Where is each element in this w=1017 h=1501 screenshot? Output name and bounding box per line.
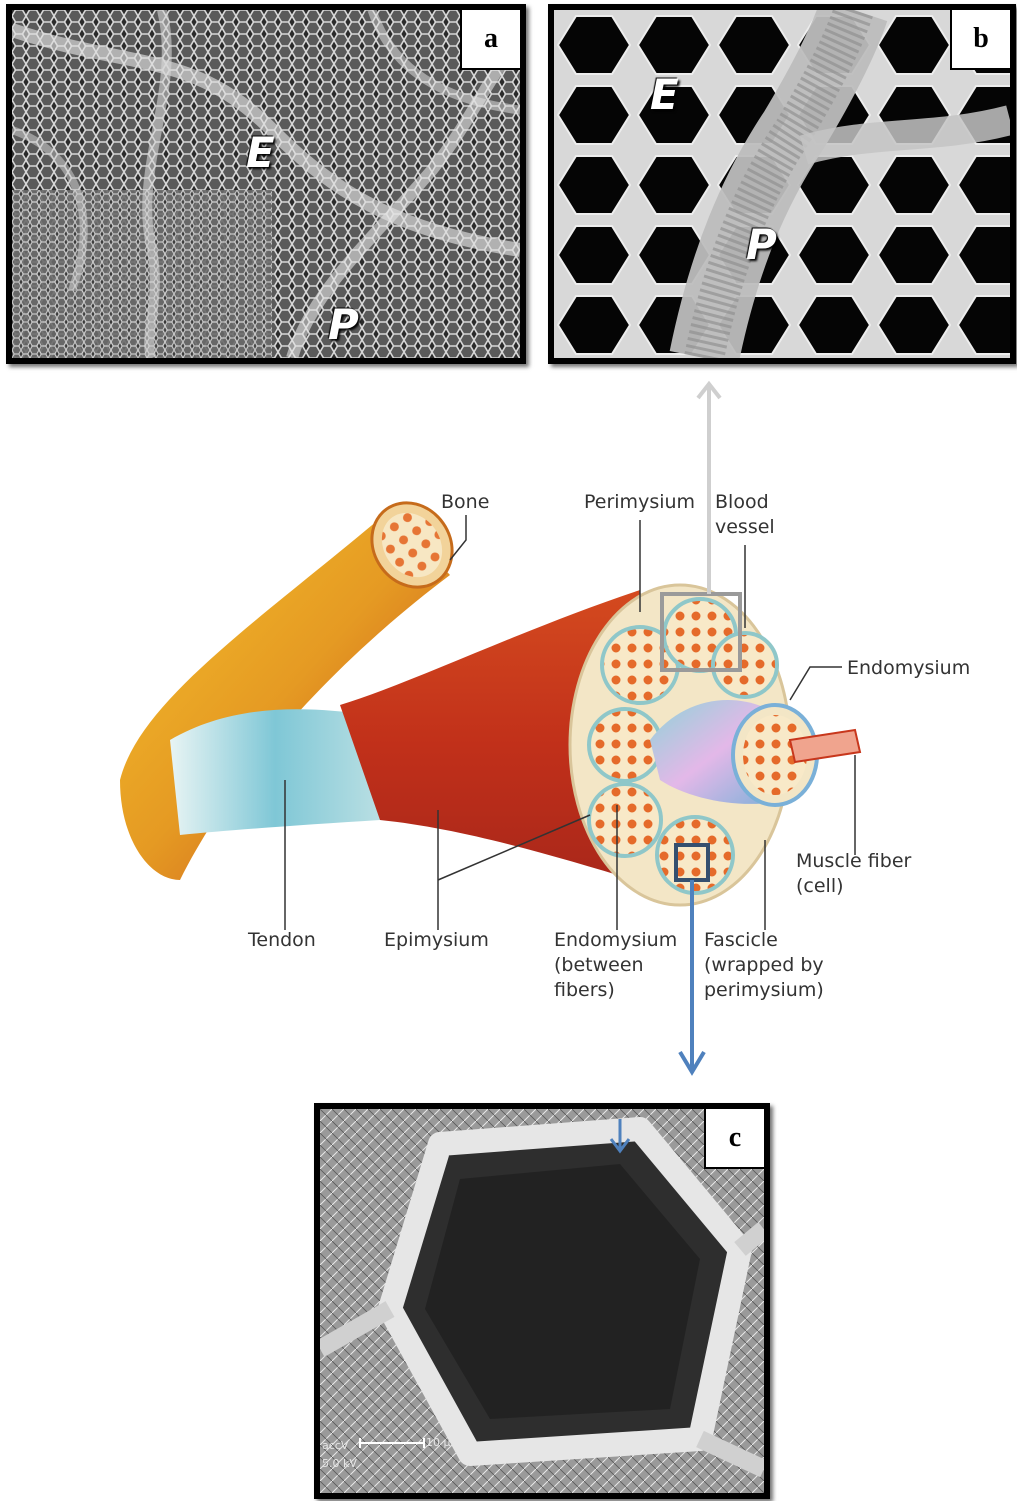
label-fascicle-2: (wrapped by <box>704 953 824 978</box>
label-fascicle-1: Fascicle <box>704 928 778 953</box>
label-tendon: Tendon <box>248 928 316 953</box>
label-muscle-fiber-1: Muscle fiber <box>796 849 911 874</box>
label-epimysium: Epimysium <box>384 928 489 953</box>
label-endomysium-between-1: Endomysium <box>554 928 677 953</box>
label-blood-vessel-1: Blood <box>715 490 769 515</box>
arrow-to-panel-c <box>680 880 704 1072</box>
label-muscle-fiber-2: (cell) <box>796 874 844 899</box>
label-perimysium: Perimysium <box>584 490 695 515</box>
arrow-to-panel-b <box>698 384 720 594</box>
label-endomysium-between-2: (between <box>554 953 644 978</box>
label-endomysium-between-3: fibers) <box>554 978 615 1003</box>
label-fascicle-3: perimysium) <box>704 978 824 1003</box>
label-endomysium: Endomysium <box>847 656 970 681</box>
label-bone: Bone <box>441 490 489 515</box>
label-blood-vessel-2: vessel <box>715 515 775 540</box>
